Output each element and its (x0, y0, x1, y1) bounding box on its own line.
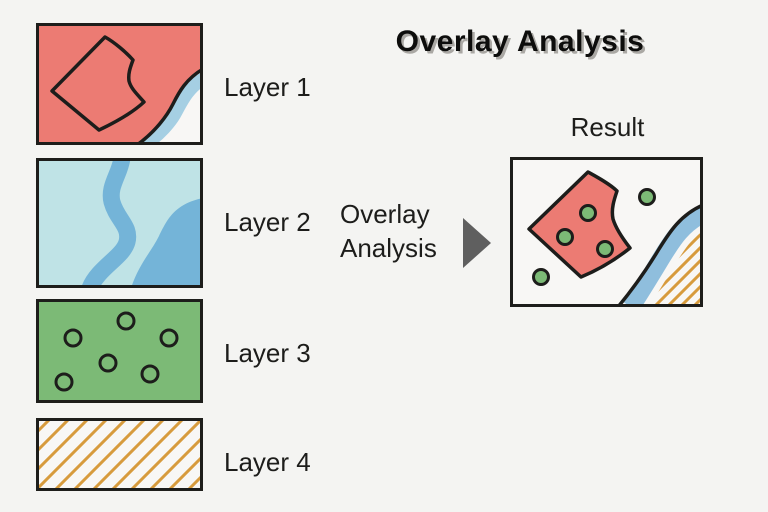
river-band (141, 73, 203, 145)
layer-3-label: Layer 3 (224, 338, 311, 368)
layer-2-label: Layer 2 (224, 207, 311, 237)
layer-3-border (36, 299, 203, 403)
result-point-features (532, 188, 656, 286)
result-river-outline (616, 203, 703, 307)
layer-2-thumbnail (36, 158, 203, 288)
result-river-band (623, 205, 703, 307)
arrow-right-icon (463, 218, 491, 268)
page-title: Overlay Analysis (395, 25, 645, 58)
layer-4-background (36, 418, 203, 491)
layer-1-label: Layer 1 (224, 72, 311, 102)
river-outline (135, 67, 203, 145)
result-label: Result (570, 112, 645, 142)
layer-1-thumbnail (36, 23, 203, 145)
water-body (131, 198, 203, 288)
process-label: Overlay Analysis (340, 199, 437, 263)
result-thumbnail (510, 157, 703, 307)
river (82, 158, 137, 288)
layer-1-border (36, 23, 203, 145)
layer-2-border (36, 158, 203, 288)
layer-4-border (36, 418, 203, 491)
parcel-polygon (50, 35, 146, 132)
point-features (54, 311, 179, 392)
result-border (510, 157, 703, 307)
layer-4-label: Layer 4 (224, 447, 311, 477)
layer-4-thumbnail (36, 418, 203, 491)
layer-3-thumbnail (36, 299, 203, 403)
